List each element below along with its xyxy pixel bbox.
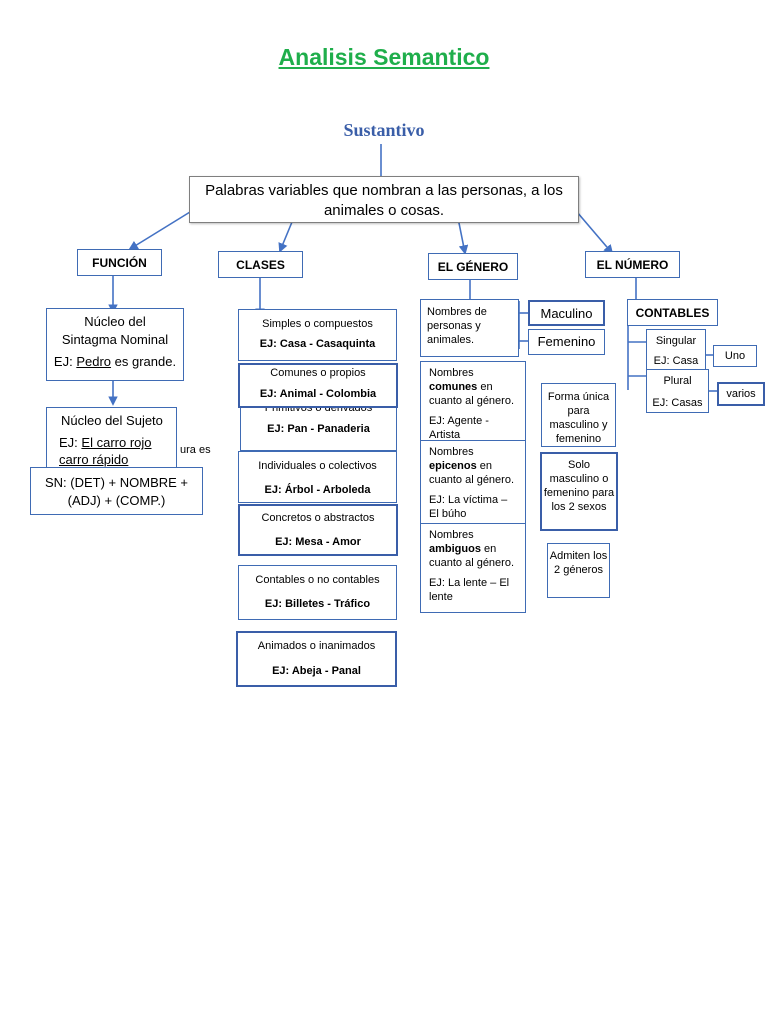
arrow-numero [576, 211, 614, 255]
epicenos-note-box: Solo masculino o femenino para los 2 sex… [540, 452, 618, 531]
branch-numero-label: EL NÚMERO [596, 258, 669, 272]
sn-structure-box: SN: (DET) + NOMBRE + (ADJ) + (COMP.) [30, 467, 203, 515]
nucleo-sujeto-title: Núcleo del Sujeto [61, 413, 163, 428]
ambiguos-note-box: Admiten los 2 géneros [547, 543, 610, 598]
nucleo-sujeto-example-cut: carro rápido [59, 452, 129, 467]
genero-personas-box: Nombres de personas y animales. [420, 299, 519, 357]
arrow-clases [278, 221, 293, 253]
page-title: Analisis Semantico [278, 44, 490, 70]
definition-text: Palabras variables que nombran a las per… [205, 182, 563, 219]
nucleo-sujeto-box: Núcleo del Sujeto EJ: El carro rojo carr… [46, 407, 177, 469]
arrow-funcion [128, 211, 191, 251]
clase-animados: Animados o inanimados EJ: Abeja - Panal [236, 631, 397, 687]
example-word-pedro: Pedro [76, 354, 112, 369]
clase-contables: Contables o no contables EJ: Billetes - … [238, 565, 397, 620]
singular-box: Singular EJ: Casa [646, 329, 706, 371]
nucleo-nominal-example: EJ: Pedro es grande. [53, 354, 177, 369]
branch-clases-label: CLASES [236, 258, 285, 272]
definition-box: Palabras variables que nombran a las per… [189, 176, 579, 223]
masculino-box: Maculino [528, 300, 605, 326]
nucleo-sujeto-example: EJ: El carro rojo [59, 435, 152, 450]
branch-clases: CLASES [218, 251, 303, 278]
uno-box: Uno [713, 345, 757, 367]
sn-structure-text: SN: (DET) + NOMBRE + (ADJ) + (COMP.) [44, 475, 189, 508]
comunes-note-box: Forma única para masculino y femenino [541, 383, 616, 447]
genero-ambiguos-box: Nombres ambiguos en cuanto al género. EJ… [420, 523, 526, 613]
arrow-genero [457, 217, 469, 255]
contables-box: CONTABLES [627, 299, 718, 326]
branch-genero: EL GÉNERO [428, 253, 518, 280]
branch-funcion-label: FUNCIÓN [92, 256, 147, 270]
clase-comunes: Comunes o propios EJ: Animal - Colombia [238, 363, 398, 408]
genero-comunes-box: Nombres comunes en cuanto al género. EJ:… [420, 361, 526, 441]
plural-box: Plural EJ: Casas [646, 369, 709, 413]
nucleo-nominal-box: Núcleo del Sintagma Nominal EJ: Pedro es… [46, 308, 184, 381]
varios-box: varios [717, 382, 765, 406]
genero-epicenos-box: Nombres epicenos en cuanto al género. EJ… [420, 440, 526, 524]
branch-funcion: FUNCIÓN [77, 249, 162, 276]
branch-numero: EL NÚMERO [585, 251, 680, 278]
branch-genero-label: EL GÉNERO [437, 260, 509, 274]
overflow-text: ura es [180, 444, 211, 456]
root-concept: Sustantivo [343, 120, 425, 140]
nucleo-nominal-title: Núcleo del Sintagma Nominal [61, 314, 169, 347]
clase-simples: Simples o compuestos EJ: Casa - Casaquin… [238, 309, 397, 361]
clase-individuales: Individuales o colectivos EJ: Árbol - Ar… [238, 451, 397, 503]
femenino-box: Femenino [528, 329, 605, 355]
clase-concretos: Concretos o abstractos EJ: Mesa - Amor [238, 504, 398, 556]
